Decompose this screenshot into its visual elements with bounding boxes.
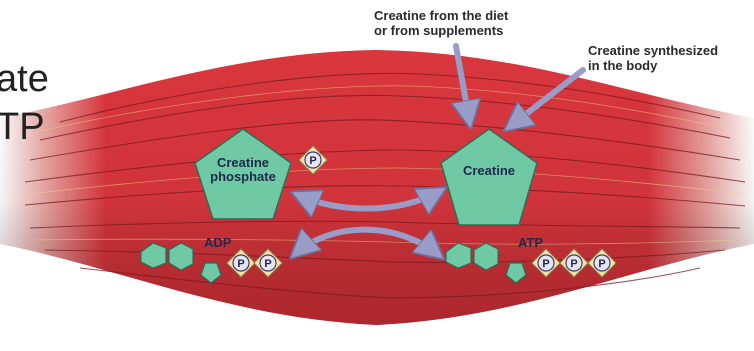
diet-source-line2: or from supplements [374, 24, 508, 39]
phosphate-label: P [264, 258, 271, 270]
synthesized-source-line1: Creatine synthesized [588, 44, 718, 59]
phosphate-label: P [237, 258, 244, 270]
adp-label: ADP [204, 236, 231, 251]
atp-label: ATP [518, 236, 543, 251]
synthesized-source-line2: in the body [588, 59, 718, 74]
muscle-body [0, 50, 754, 325]
diet-source-label: Creatine from the diet or from supplemen… [374, 9, 508, 39]
creatine-label: Creatine [439, 164, 539, 178]
partial-slide-text-line1: ate [0, 60, 49, 98]
diet-source-line1: Creatine from the diet [374, 9, 508, 24]
partial-slide-text-line2: TP [0, 108, 45, 146]
phosphate-label: P [309, 155, 316, 167]
phosphate-label: P [570, 258, 577, 270]
synthesized-source-label: Creatine synthesized in the body [588, 44, 718, 74]
phosphate-label: P [542, 258, 549, 270]
phosphate-label: P [598, 258, 605, 270]
creatine-phosphate-line1: Creatine [193, 156, 293, 170]
creatine-phosphate-line2: phosphate [193, 170, 293, 184]
creatine-phosphate-label: Creatine phosphate [193, 156, 293, 185]
